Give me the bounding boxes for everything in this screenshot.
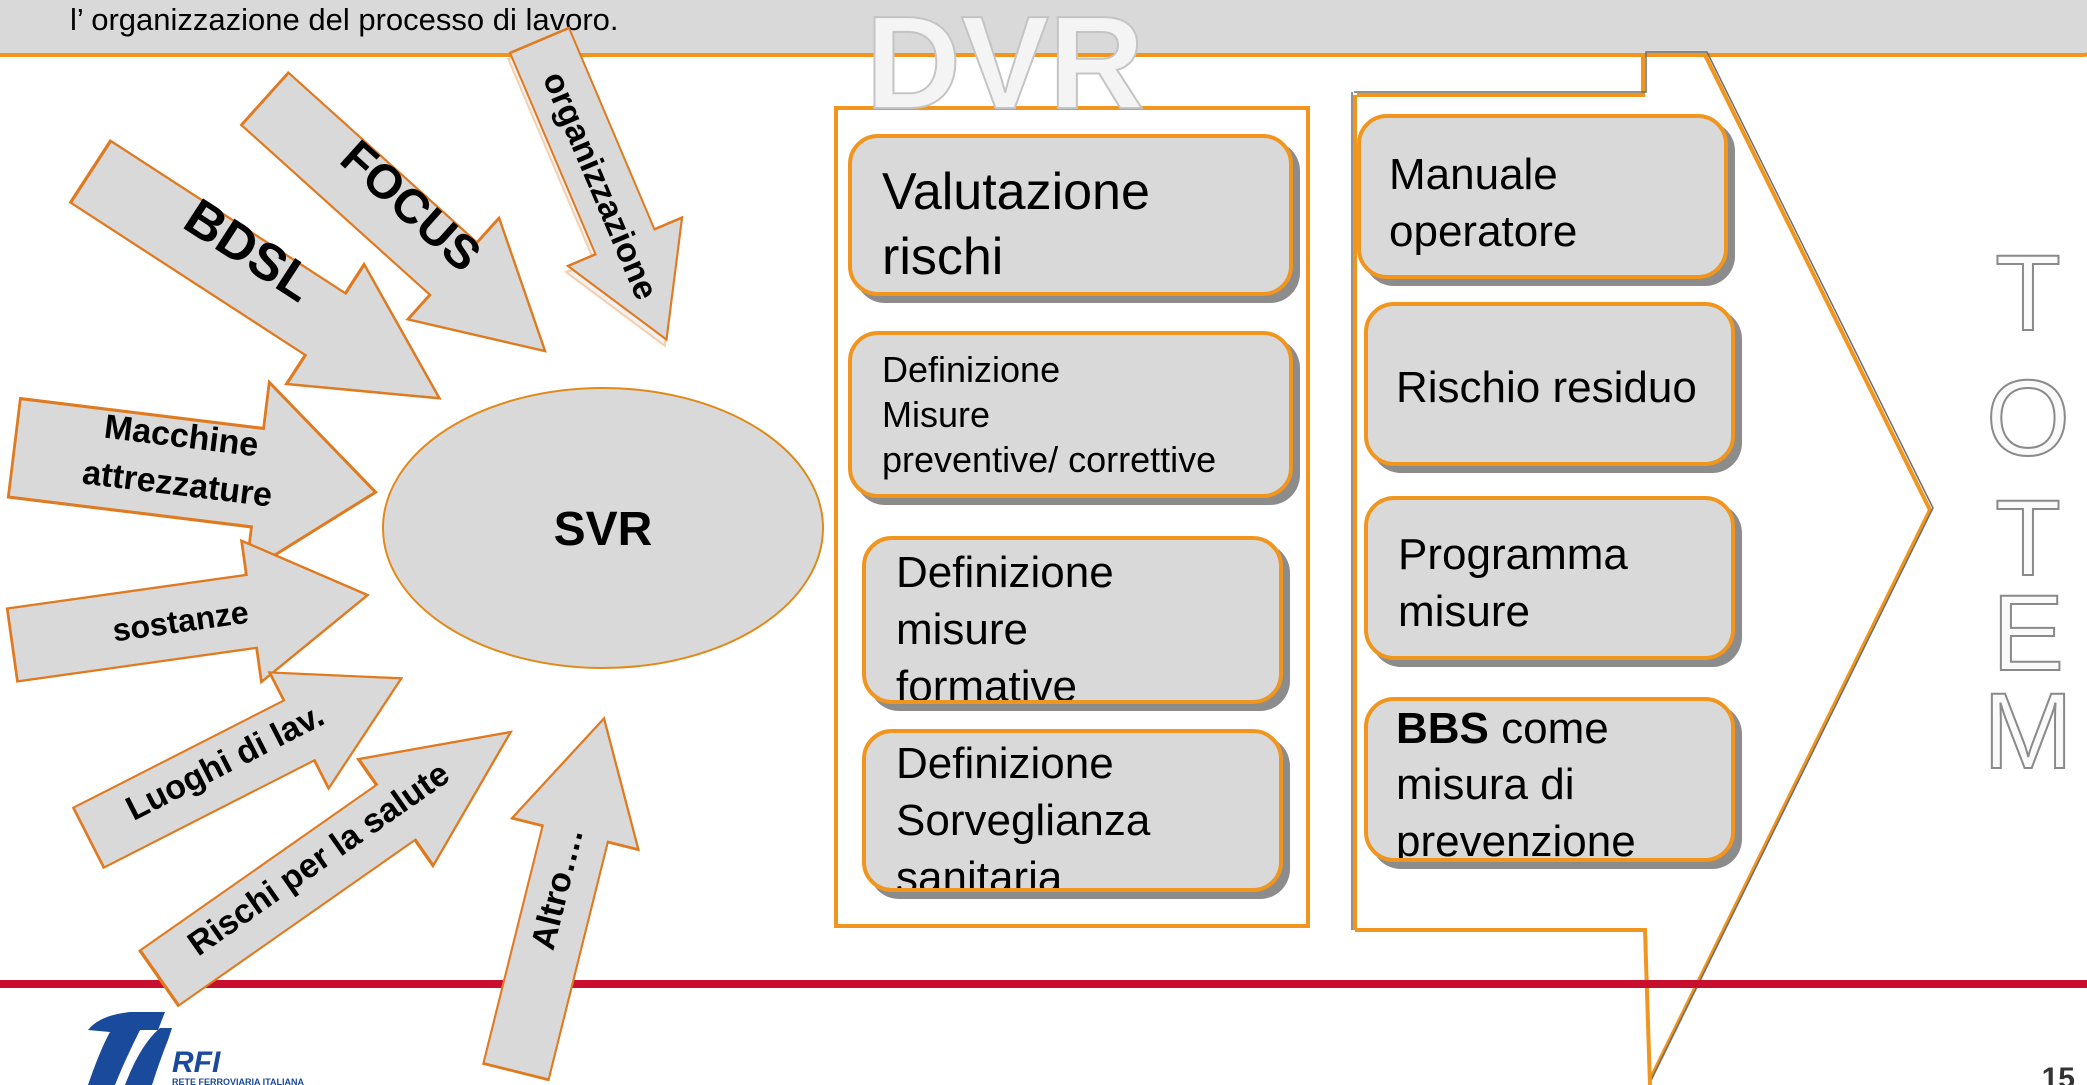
rfi-logo-text: RFI bbox=[172, 1046, 221, 1079]
right-chevron-outline bbox=[1354, 51, 1934, 1083]
right-box-rischio-residuo: Rischio residuo bbox=[1364, 302, 1735, 466]
dvr-box-sorveglianza-sanitaria: Definizione Sorveglianza sanitaria bbox=[862, 729, 1283, 892]
page-number: 15 bbox=[2042, 1062, 2075, 1085]
header-box bbox=[0, 0, 2087, 57]
totem-letter-5: M bbox=[1983, 670, 2073, 791]
svr-ellipse bbox=[382, 387, 824, 669]
totem-letter-1: T bbox=[1995, 232, 2061, 353]
svr-label: SVR bbox=[554, 503, 653, 556]
right-box-bbs: BBS come misura di prevenzione bbox=[1364, 697, 1735, 862]
right-box-programma-misure: Programma misure bbox=[1364, 496, 1735, 660]
right-chevron-orange bbox=[1357, 53, 1933, 1081]
right-panel-bottom bbox=[1355, 928, 1652, 1085]
totem-letter-4: E bbox=[1992, 572, 2064, 693]
dvr-box-misure-formative: Definizione misure formative bbox=[862, 536, 1283, 704]
dvr-container bbox=[834, 106, 1310, 928]
right-box-manuale-operatore: Manuale operatore bbox=[1357, 114, 1728, 279]
dvr-box-valutazione-rischi: Valutazione rischi bbox=[848, 134, 1293, 296]
footer-rule bbox=[0, 980, 2087, 988]
totem-label: T O T E M bbox=[1982, 231, 2074, 792]
rfi-logo: RFI RETE FERROVIARIA ITALIANA bbox=[88, 1012, 304, 1085]
dvr-box-misure-preventive: Definizione Misure preventive/ correttiv… bbox=[848, 331, 1293, 498]
totem-letter-2: O bbox=[1986, 357, 2070, 478]
header-text: l’ organizzazione del processo di lavoro… bbox=[70, 2, 619, 37]
rfi-logo-subtext: RETE FERROVIARIA ITALIANA bbox=[172, 1077, 304, 1085]
totem-letter-3: T bbox=[1995, 477, 2061, 598]
dvr-title: DVR bbox=[866, 0, 1145, 136]
